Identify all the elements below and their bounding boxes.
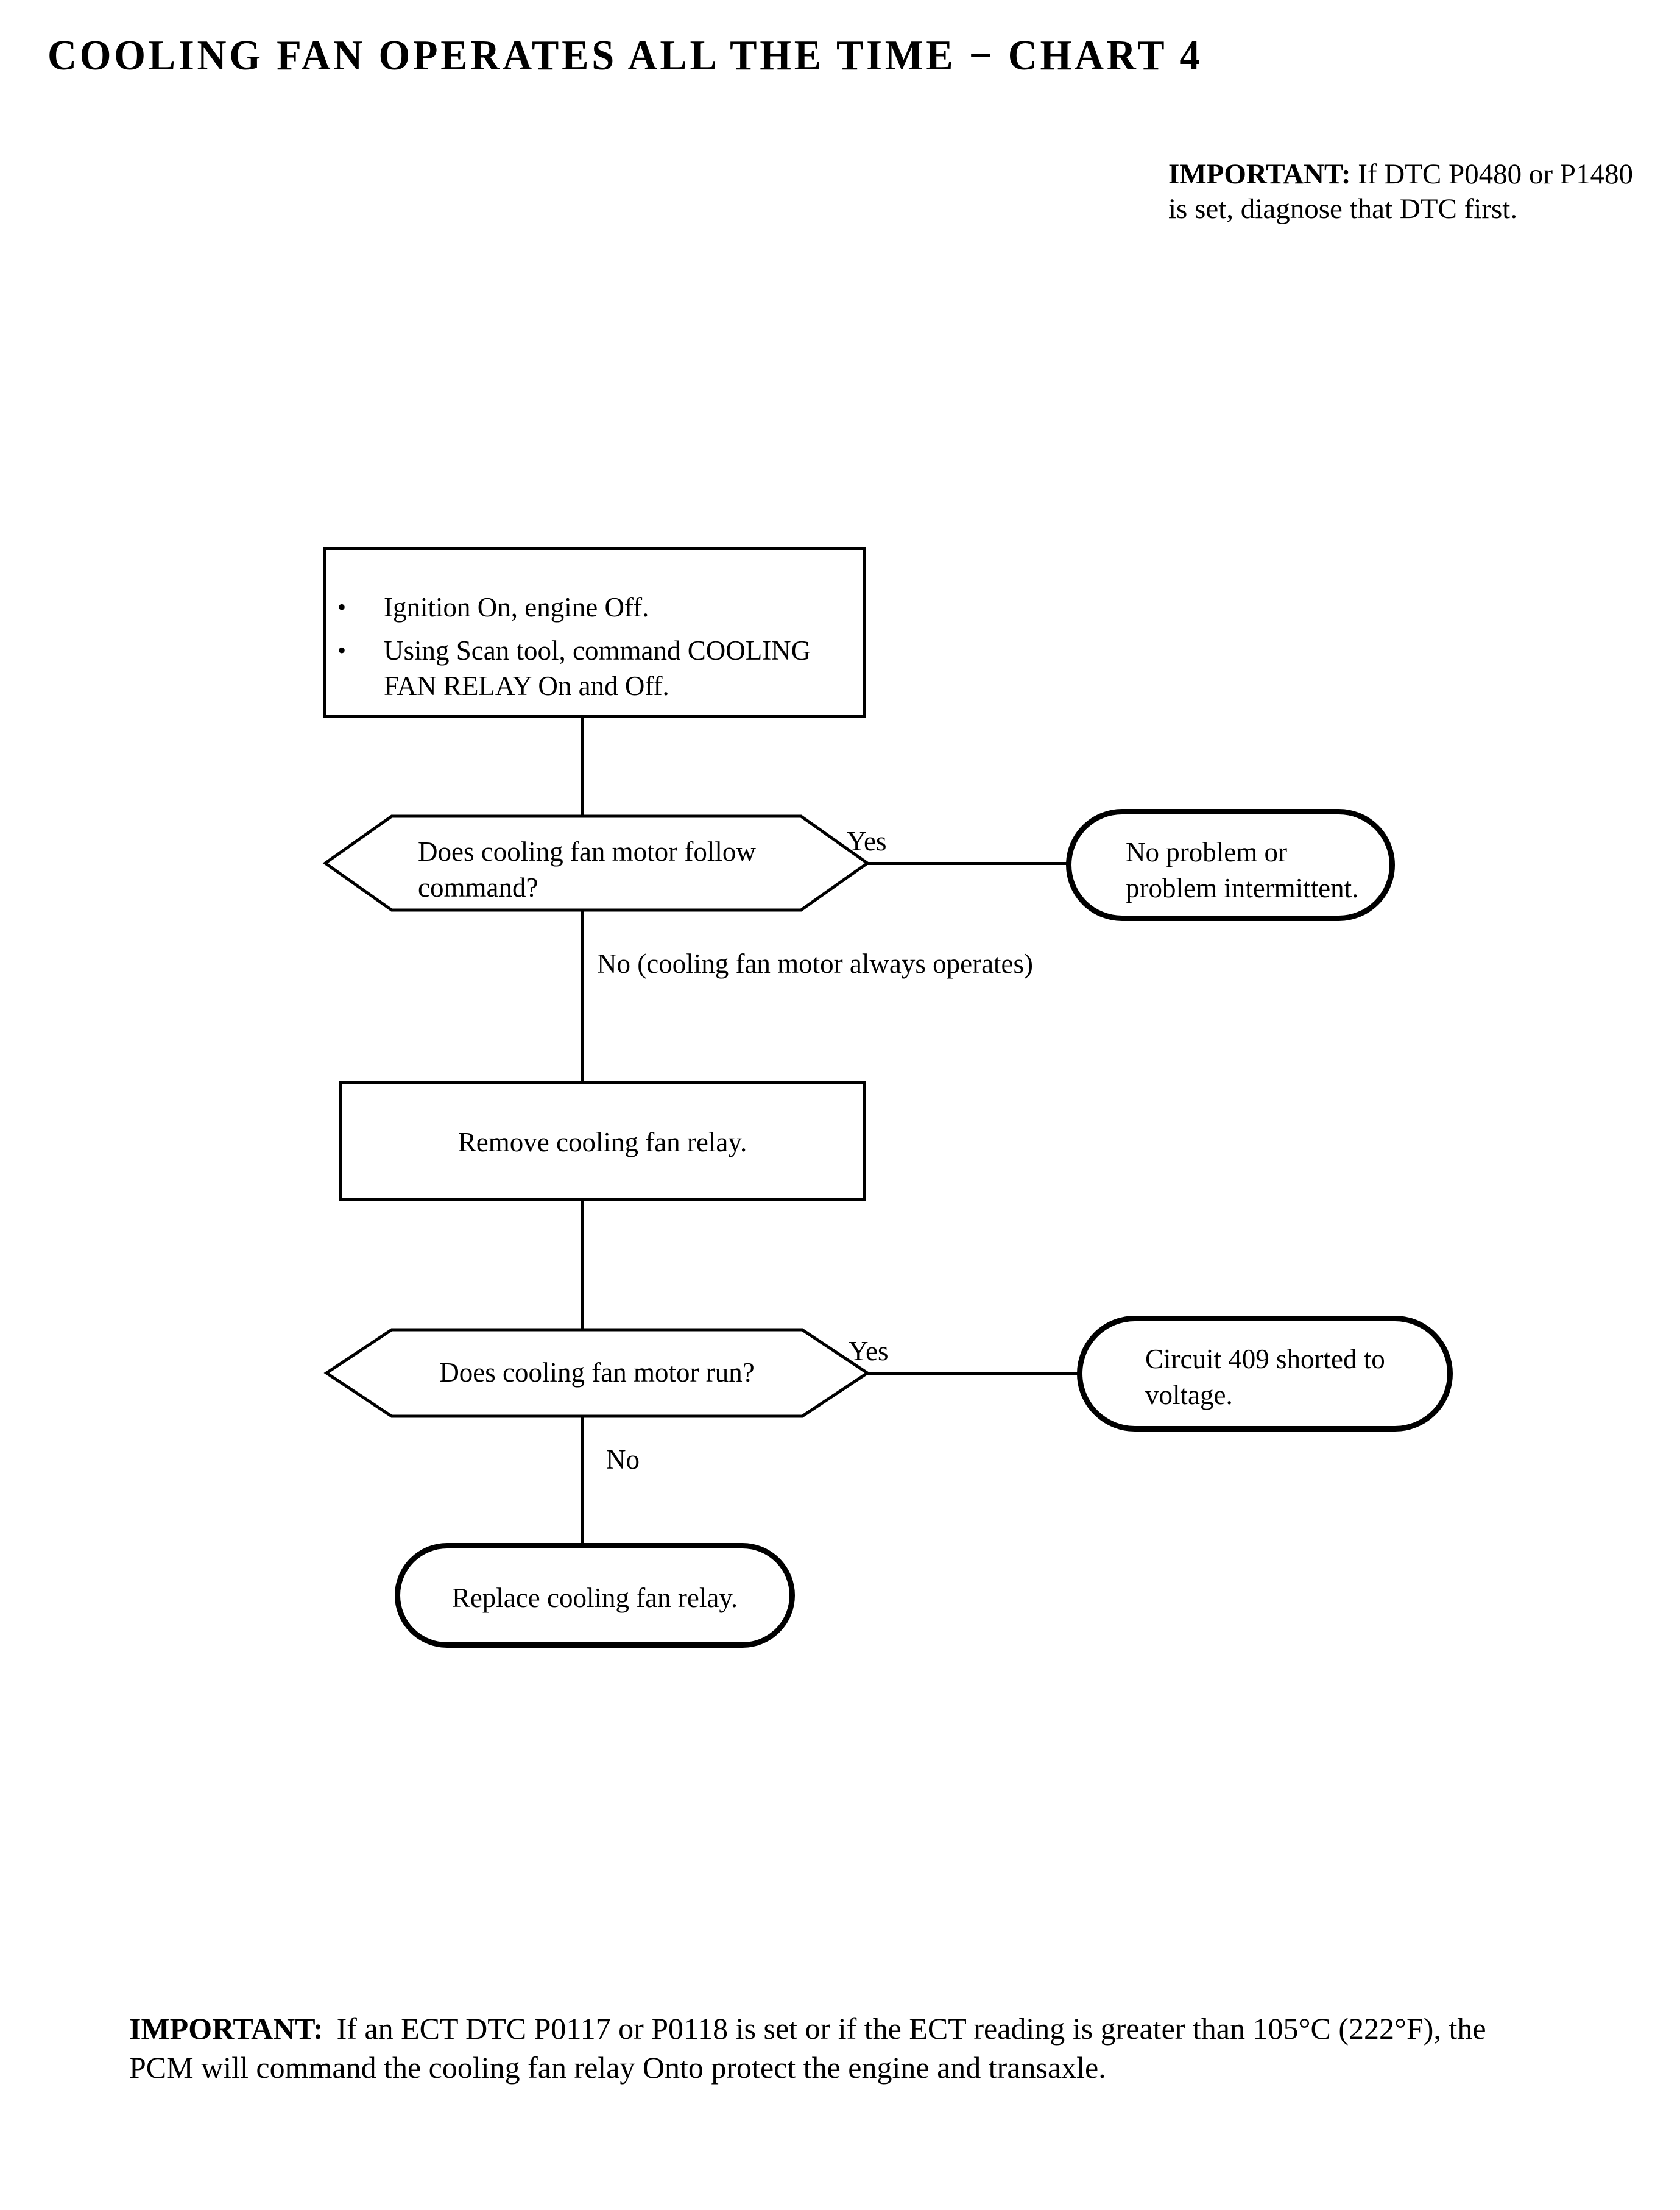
flow-node-result1-label: No problem or problem intermittent. — [1126, 835, 1388, 906]
flow-node-step2-label: Remove cooling fan relay. — [339, 1125, 866, 1160]
bullet-label: Using Scan tool, command COOLING FAN REL… — [384, 635, 811, 701]
connector-decision1-no — [581, 911, 584, 1082]
connector-decision2-yes — [867, 1372, 1079, 1375]
flow-node-result1 — [1066, 809, 1395, 921]
decision1-line2: command? — [418, 872, 538, 903]
flow-node-step2 — [339, 1081, 866, 1201]
step2-text: Remove cooling fan relay. — [457, 1127, 747, 1157]
important-note-top: IMPORTANT: If DTC P0480 or P1480 is set,… — [1168, 157, 1650, 227]
flow-node-result2 — [1077, 1316, 1453, 1432]
result1-line2: problem intermittent. — [1126, 873, 1359, 903]
connector-step2-to-decision2 — [581, 1201, 584, 1330]
flow-node-decision2-label: Does cooling fan motor run? — [325, 1355, 869, 1391]
result3-text: Replace cooling fan relay. — [451, 1583, 738, 1613]
edge-label-decision1-no: No (cooling fan motor always operates) — [597, 948, 1034, 979]
page-title: COOLING FAN OPERATES ALL THE TIME − CHAR… — [48, 32, 1203, 79]
edge-label-decision2-yes: Yes — [849, 1336, 889, 1366]
flow-node-decision1-label: Does cooling fan motor follow command? — [418, 834, 808, 906]
list-item: • Ignition On, engine Off. — [337, 590, 849, 625]
connector-decision2-no — [581, 1417, 584, 1544]
important-note-top-lead: IMPORTANT: — [1168, 158, 1351, 190]
bullet-icon: • — [337, 593, 347, 621]
flow-node-result3 — [395, 1543, 795, 1648]
important-note-bottom-lead: IMPORTANT: — [129, 2011, 323, 2046]
list-item: • Using Scan tool, command COOLING FAN R… — [337, 633, 849, 704]
result2-line2: voltage. — [1145, 1380, 1233, 1410]
important-note-bottom-body: If an ECT DTC P0117 or P0118 is set or i… — [129, 2011, 1486, 2085]
important-note-bottom: IMPORTANT:If an ECT DTC P0117 or P0118 i… — [129, 2009, 1548, 2087]
result1-line1: No problem or — [1126, 837, 1287, 867]
decision1-line1: Does cooling fan motor follow — [418, 836, 756, 867]
flow-node-result2-label: Circuit 409 shorted to voltage. — [1145, 1341, 1444, 1413]
flow-node-step1-bullets: • Ignition On, engine Off. • Using Scan … — [337, 590, 849, 711]
edge-label-decision2-no: No — [606, 1444, 640, 1475]
important-note-top-body: If DTC P0480 or P1480 is set, diagnose t… — [1168, 158, 1633, 225]
bullet-label: Ignition On, engine Off. — [384, 592, 649, 623]
connector-step1-to-decision1 — [581, 718, 584, 816]
edge-label-decision1-yes: Yes — [847, 826, 887, 856]
flow-node-step1 — [323, 547, 866, 718]
decision2-text: Does cooling fan motor run? — [439, 1357, 755, 1388]
connector-decision1-yes — [867, 862, 1067, 865]
flow-node-result3-label: Replace cooling fan relay. — [395, 1580, 795, 1616]
bullet-icon: • — [337, 637, 347, 664]
result2-line1: Circuit 409 shorted to — [1145, 1344, 1385, 1374]
